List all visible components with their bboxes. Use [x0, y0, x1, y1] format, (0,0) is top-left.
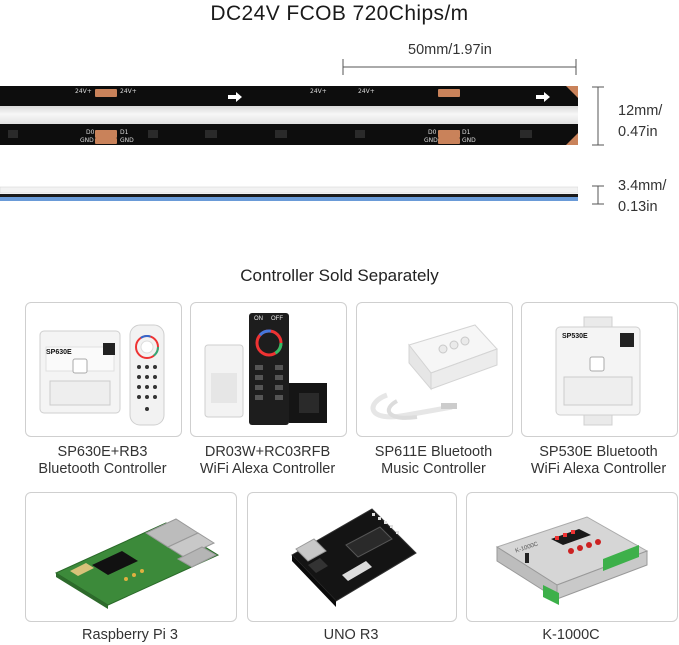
page-title: DC24V FCOB 720Chips/m	[210, 2, 469, 25]
sp611e-image	[370, 324, 498, 420]
raspberry-pi-image	[54, 518, 220, 609]
controller-card-sp530e[interactable]: SP530E	[521, 302, 678, 437]
thickness-label-mm: 3.4mm/	[618, 178, 667, 194]
solder-pad	[438, 130, 460, 138]
width-dimension-line	[592, 86, 604, 146]
silk-data: D0	[428, 129, 437, 136]
solder-pad	[95, 130, 117, 138]
arrow-right-icon	[536, 92, 550, 102]
silk-ground: GND	[462, 137, 476, 144]
remote-on-mark: ON	[254, 316, 263, 322]
solder-pad	[438, 138, 460, 144]
controller-card-dr03w[interactable]: ON OFF	[190, 302, 347, 437]
silk-data: D0	[86, 129, 95, 136]
silk-voltage: 24V+	[358, 88, 375, 95]
silk-ground: GND	[120, 137, 134, 144]
segment-dimension-line	[342, 59, 577, 75]
sp530e-image	[555, 316, 641, 426]
thickness-label-in: 0.13in	[618, 199, 658, 215]
silk-voltage: 24V+	[75, 88, 92, 95]
section-title: Controller Sold Separately	[240, 266, 439, 285]
controller-card-k1000c[interactable]: K-1000C	[466, 492, 678, 622]
strip-details	[8, 86, 578, 145]
k1000c-image	[495, 516, 649, 605]
silk-ground: GND	[80, 137, 94, 144]
controller-label-k1000c: K-1000C	[542, 627, 600, 643]
dr03w-image	[204, 313, 327, 425]
remote-off-mark: OFF	[271, 316, 283, 322]
led-strip-top-view: 24V+ 24V+ 24V+ 24V+ D0 D1 GND GND D0 D1 …	[0, 86, 578, 145]
segment-length-label: 50mm/1.97in	[408, 42, 492, 58]
cob-light-band	[0, 106, 578, 124]
led-strip-side-view	[0, 186, 578, 201]
solder-pad	[95, 89, 117, 97]
silk-ground: GND	[424, 137, 438, 144]
device-model-mark: SP630E	[46, 349, 72, 356]
controller-card-sp611e[interactable]	[356, 302, 513, 437]
width-label-mm: 12mm/	[618, 103, 663, 119]
silk-data: D1	[120, 129, 129, 136]
device-model-mark: SP530E	[562, 333, 588, 340]
silk-voltage: 24V+	[310, 88, 327, 95]
arrow-right-icon	[228, 92, 242, 102]
silk-data: D1	[462, 129, 471, 136]
silk-voltage: 24V+	[120, 88, 137, 95]
thickness-dimension-line	[592, 185, 604, 205]
solder-pad	[438, 89, 460, 97]
uno-r3-image	[291, 508, 417, 607]
sp630e-image	[39, 324, 165, 426]
solder-pad	[95, 138, 117, 144]
controller-card-uno-r3[interactable]	[247, 492, 457, 622]
controller-card-raspberry-pi[interactable]	[25, 492, 237, 622]
width-label-in: 0.47in	[618, 124, 658, 140]
controller-label-raspberry-pi: Raspberry Pi 3	[82, 627, 178, 643]
controller-label-uno-r3: UNO R3	[323, 627, 379, 643]
controller-card-sp630e[interactable]: SP630E	[25, 302, 182, 437]
